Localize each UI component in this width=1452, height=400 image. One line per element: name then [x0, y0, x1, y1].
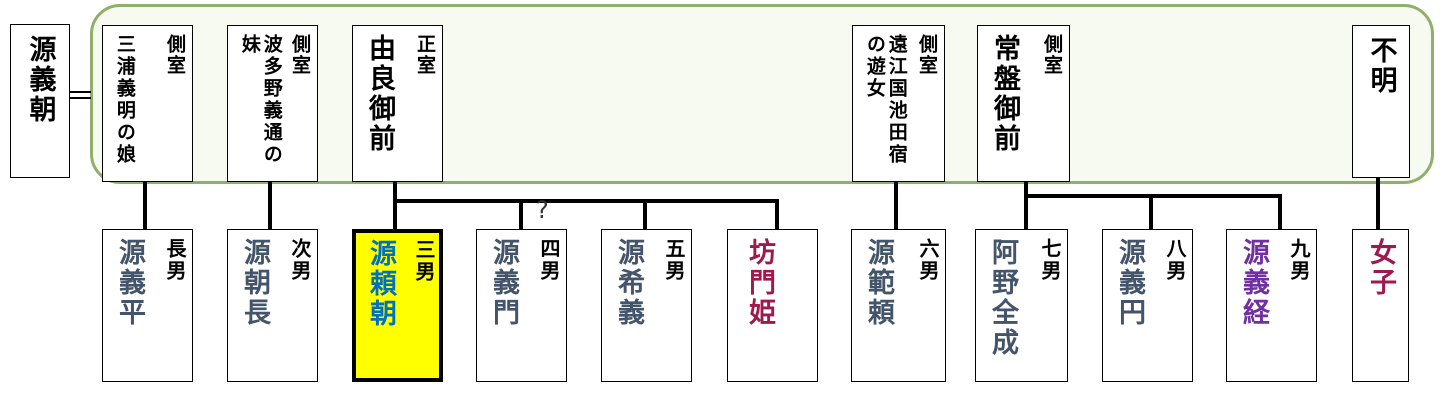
child-box: 長男 源義平 [102, 229, 193, 382]
root-person-box: 源義朝 [10, 24, 70, 178]
connector-line [268, 182, 272, 230]
person-name: 源朝長 [239, 238, 271, 328]
wife-box: 側室 波多野義通の妹 [227, 25, 318, 182]
wife-box: 正室 由良御前 [352, 25, 443, 182]
person-name: 源義円 [1114, 238, 1146, 328]
person-name: 不明 [1365, 36, 1397, 96]
connector-line [1376, 178, 1380, 229]
wife-box: 側室 常盤御前 [977, 25, 1070, 182]
person-name: 波多野義通の妹 [238, 34, 283, 166]
child-box: 八男 源義円 [1102, 229, 1193, 382]
connector-line [143, 182, 147, 230]
person-name: 源希義 [613, 238, 645, 328]
wife-box: 側室 遠江国池田宿の遊女 [852, 25, 945, 182]
birth-order-label: 九男 [1287, 238, 1311, 282]
birth-order-label: 七男 [1038, 238, 1062, 282]
wife-box-unknown: 不明 [1352, 25, 1410, 178]
wife-box: 側室 三浦義明の娘 [102, 25, 193, 182]
child-box: 九男 源義経 [1226, 229, 1317, 382]
connector-line [1149, 194, 1153, 230]
marriage-double-line [70, 91, 91, 99]
birth-order-label: 三男 [412, 239, 436, 283]
person-name: 源頼朝 [365, 239, 397, 329]
birth-order-label: 八男 [1163, 238, 1187, 282]
birth-order-label: 四男 [537, 238, 561, 282]
birth-order-label: 六男 [916, 238, 940, 282]
connector-line [894, 182, 898, 230]
connector-line [643, 199, 647, 230]
person-name: 遠江国池田宿の遊女 [863, 34, 908, 166]
connector-line [519, 199, 523, 230]
child-box: 七男 阿野全成 [975, 229, 1068, 382]
child-box: 坊門姫 [727, 229, 818, 382]
role-label: 側室 [164, 34, 186, 76]
person-name: 源範頼 [863, 238, 895, 328]
child-box: 次男 源朝長 [227, 229, 318, 382]
connector-line [395, 199, 779, 203]
birth-order-label: 五男 [662, 238, 686, 282]
connector-line [1024, 182, 1028, 229]
connector-line [393, 182, 397, 229]
birth-order-label: 次男 [288, 238, 312, 282]
person-name: 由良御前 [364, 34, 396, 154]
role-label: 正室 [414, 34, 436, 76]
person-name: 源義経 [1238, 238, 1270, 328]
role-label: 側室 [1041, 34, 1063, 76]
birth-order-label: 長男 [163, 238, 187, 282]
person-name: 源義朝 [24, 35, 56, 125]
connector-line [1278, 194, 1282, 232]
child-box: 六男 源範頼 [851, 229, 946, 382]
person-name: 源義平 [114, 238, 146, 328]
connector-line [1024, 194, 1282, 198]
person-name: 常盤御前 [989, 34, 1021, 154]
child-box: 女子 [1352, 229, 1409, 382]
child-box: 五男 源希義 [601, 229, 692, 382]
person-name: 阿野全成 [987, 238, 1019, 358]
connector-line [775, 199, 779, 230]
role-label: 側室 [916, 34, 938, 76]
role-label: 側室 [289, 34, 311, 76]
child-box-highlighted: 三男 源頼朝 [352, 229, 443, 382]
person-name: 坊門姫 [744, 238, 776, 328]
uncertain-mark: ? [536, 196, 549, 224]
child-box: 四男 源義門 [476, 229, 567, 382]
person-name: 女子 [1365, 238, 1397, 298]
person-name: 源義門 [488, 238, 520, 328]
person-name: 三浦義明の娘 [113, 34, 136, 166]
